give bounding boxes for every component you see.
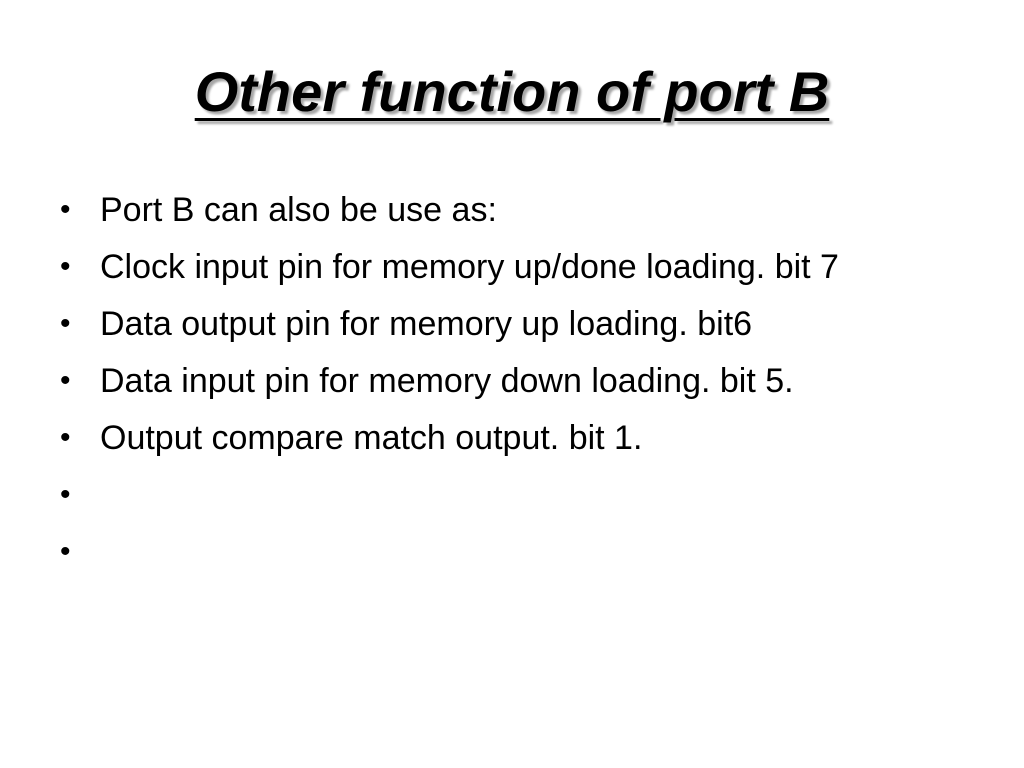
bullet-item: • Data output pin for memory up loading.… [56, 302, 956, 346]
bullet-icon: • [60, 250, 71, 283]
bullet-icon: • [60, 535, 71, 568]
bullet-text: Port B can also be use as: [100, 191, 497, 229]
slide-title: Other function of port B [194, 60, 830, 123]
bullet-icon: • [60, 193, 71, 226]
bullet-item: • [56, 530, 956, 574]
bullet-item: • Output compare match output. bit 1. [56, 416, 956, 460]
bullet-item: • Port B can also be use as: [56, 188, 956, 232]
bullet-item: • Clock input pin for memory up/done loa… [56, 245, 956, 289]
bullet-item: • Data input pin for memory down loading… [56, 359, 956, 403]
bullet-item: • [56, 473, 956, 517]
bullet-icon: • [60, 307, 71, 340]
bullet-icon: • [60, 478, 71, 511]
bullet-text: Data output pin for memory up loading. b… [100, 305, 753, 343]
bullet-text: Clock input pin for memory up/done loadi… [100, 248, 839, 286]
bullet-text: Data input pin for memory down loading. … [100, 362, 794, 400]
bullet-icon: • [60, 421, 71, 454]
bullet-icon: • [60, 364, 71, 397]
bullet-list: • Port B can also be use as: • Clock inp… [56, 188, 956, 587]
bullet-text: Output compare match output. bit 1. [100, 419, 643, 457]
